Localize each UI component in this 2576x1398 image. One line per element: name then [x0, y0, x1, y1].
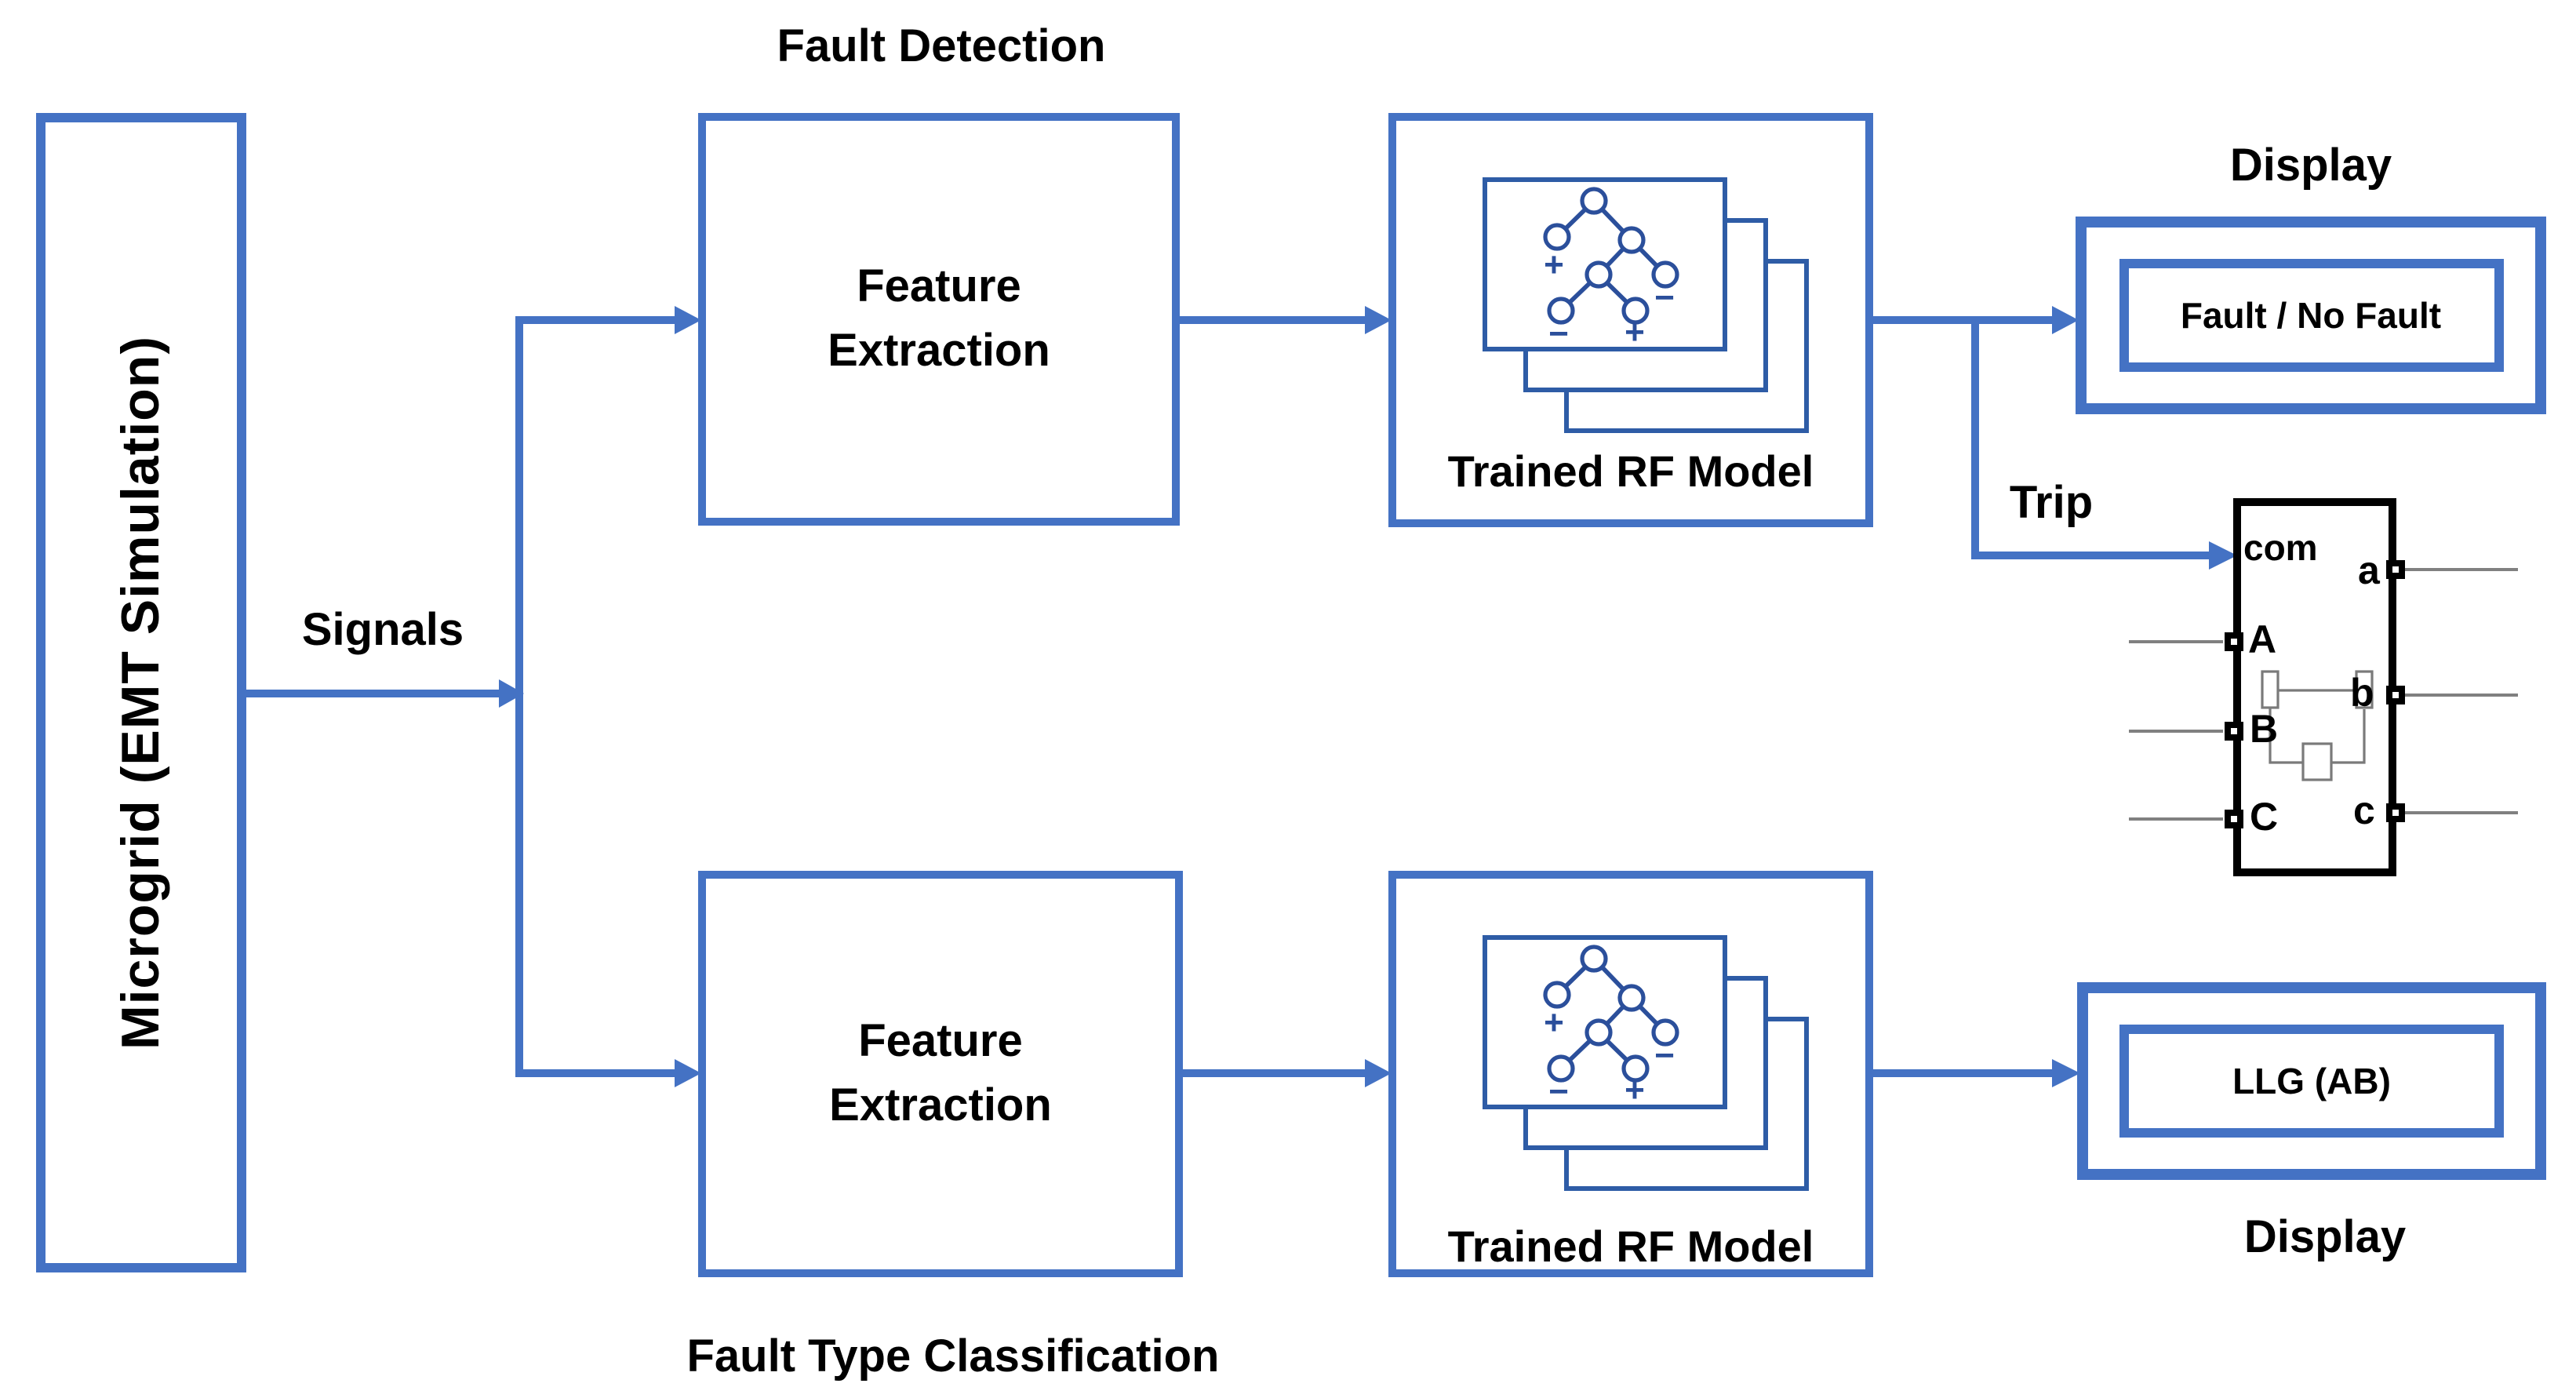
feature-extraction-bottom-block: Feature Extraction — [698, 871, 1183, 1277]
svg-text:+: + — [1625, 313, 1645, 351]
display2-title: Display — [2243, 1213, 2407, 1263]
feature-extraction-top-label: Feature Extraction — [828, 262, 1050, 376]
microgrid-block: Microgrid (EMT Simulation) — [36, 113, 246, 1272]
breaker-port-C-label: C — [2250, 795, 2279, 839]
breaker-port-a-label: a — [2358, 549, 2380, 593]
trained-rf-model-top-label: Trained RF Model — [1447, 447, 1814, 496]
display1-title: Display — [2229, 141, 2392, 191]
fault-detection-title: Fault Detection — [777, 22, 1106, 72]
signals-label: Signals — [301, 606, 464, 656]
svg-text:+: + — [1544, 246, 1564, 284]
breaker-internal-switch-icon — [2261, 670, 2374, 781]
signal-wires — [246, 316, 2212, 1077]
trip-label: Trip — [2009, 479, 2094, 529]
trained-rf-model-bottom-label: Trained RF Model — [1447, 1222, 1814, 1271]
fe1-rf1-arrowhead — [1365, 306, 1392, 334]
breaker-port-c-label: c — [2353, 789, 2375, 833]
display-top-value: Fault / No Fault — [2180, 294, 2442, 335]
rf2-display2-arrowhead — [2052, 1059, 2080, 1087]
svg-text:+: + — [1544, 1003, 1564, 1042]
breaker-port-A-label: A — [2248, 618, 2277, 662]
random-forest-trees-icon: + − − + — [1483, 177, 1809, 433]
display-bottom-block: LLG (AB) — [2077, 982, 2546, 1180]
fault-type-classification-title: Fault Type Classification — [686, 1332, 1220, 1382]
breaker-port-squares — [2225, 560, 2405, 828]
svg-text:−: − — [1548, 315, 1569, 353]
svg-text:−: − — [1548, 1072, 1569, 1111]
breaker-port-B-label: B — [2250, 708, 2279, 752]
tree-leaf-signs: + − − + — [1544, 246, 1675, 353]
fe2-rf2-arrowhead — [1365, 1059, 1392, 1087]
display-top-screen: Fault / No Fault — [2119, 259, 2503, 372]
feature-extraction-top-block: Feature Extraction — [698, 113, 1180, 526]
breaker-port-b-label: b — [2350, 672, 2374, 715]
display-bottom-screen: LLG (AB) — [2119, 1025, 2504, 1138]
display-bottom-value: LLG (AB) — [2232, 1060, 2391, 1101]
trip-arrowhead — [2209, 541, 2237, 570]
bottom-branch-arrowhead — [675, 1059, 701, 1087]
tree-leaf-signs: + − − + — [1544, 1003, 1675, 1111]
svg-text:−: − — [1654, 279, 1675, 317]
svg-text:+: + — [1625, 1071, 1645, 1109]
rf1-display1-arrowhead — [2052, 306, 2079, 334]
trained-rf-model-bottom-block: + − − + Trained RF Model — [1388, 871, 1873, 1277]
feature-extraction-bottom-label: Feature Extraction — [829, 1017, 1052, 1130]
tree-nodes — [1543, 945, 1679, 1083]
signals-arrowhead — [499, 679, 524, 708]
microgrid-label: Microgrid (EMT Simulation) — [111, 336, 171, 1050]
top-branch-arrowhead — [675, 306, 701, 334]
random-forest-trees-icon: + − − + — [1483, 935, 1809, 1191]
trained-rf-model-top-block: + − − + Trained RF Model — [1388, 113, 1873, 527]
display-top-block: Fault / No Fault — [2076, 217, 2546, 414]
breaker-phase-lines — [2129, 568, 2518, 821]
svg-text:−: − — [1654, 1036, 1675, 1075]
breaker-port-com-label: com — [2243, 527, 2318, 568]
arrowheads — [499, 306, 2237, 1087]
tree-nodes — [1543, 187, 1679, 325]
